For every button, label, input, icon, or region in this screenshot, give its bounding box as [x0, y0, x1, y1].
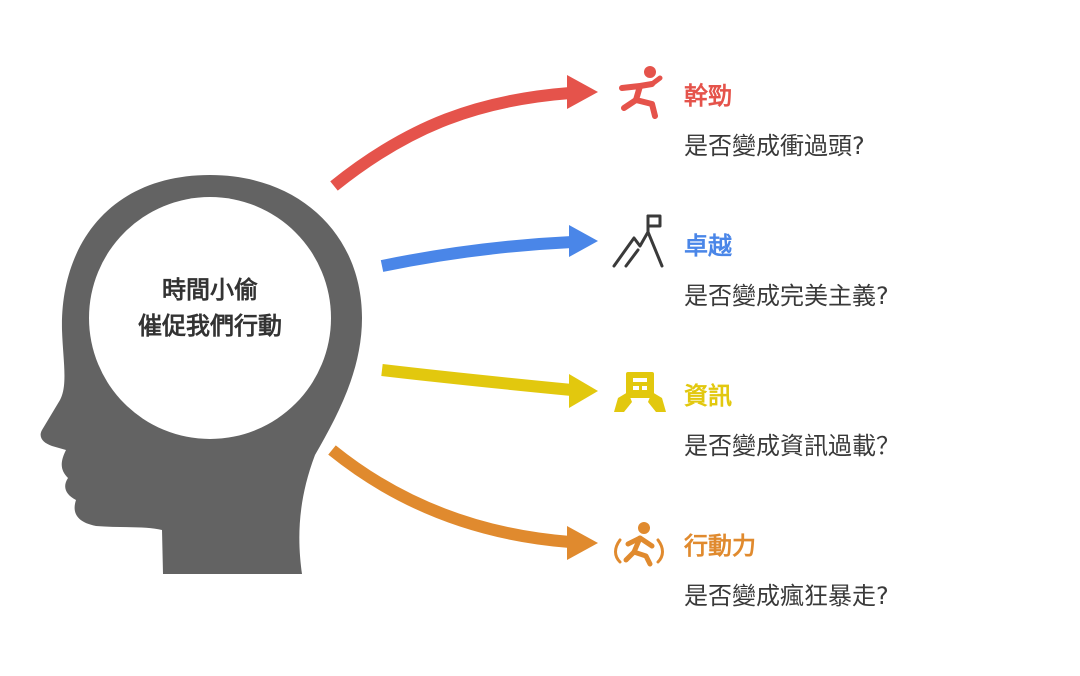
branch-question-information: 是否變成資訊過載？ [684, 432, 900, 460]
branch-question-excellence: 是否變成完美主義? [684, 282, 889, 310]
arrow-information [381, 364, 573, 396]
center-label-line2: 催促我們行動 [138, 312, 282, 340]
branch-title-action: 行動力 [684, 532, 756, 560]
arrow-drive-head [567, 75, 598, 109]
branch-title-drive: 幹勁 [684, 82, 732, 110]
arrow-information-head [569, 374, 598, 408]
arrow-drive [330, 87, 571, 191]
thought-circle [89, 197, 331, 439]
jumping-person-icon [619, 66, 663, 119]
arrow-action-head [567, 526, 598, 560]
mountain-flag-icon [612, 214, 664, 268]
branch-question-action: 是否變成瘋狂暴走? [684, 582, 889, 610]
branch-title-excellence: 卓越 [684, 232, 732, 260]
center-label-line1: 時間小偷 [162, 276, 258, 304]
branch-title-information: 資訊 [684, 382, 732, 410]
arrow-action [328, 445, 571, 548]
running-person-icon [614, 522, 664, 567]
branch-question-drive: 是否變成衝過頭? [684, 132, 865, 160]
center-label: 時間小偷 催促我們行動 [100, 272, 320, 344]
hands-holding-box-icon [614, 372, 666, 412]
arrow-excellence-head [569, 225, 598, 257]
arrow-excellence [380, 236, 573, 272]
